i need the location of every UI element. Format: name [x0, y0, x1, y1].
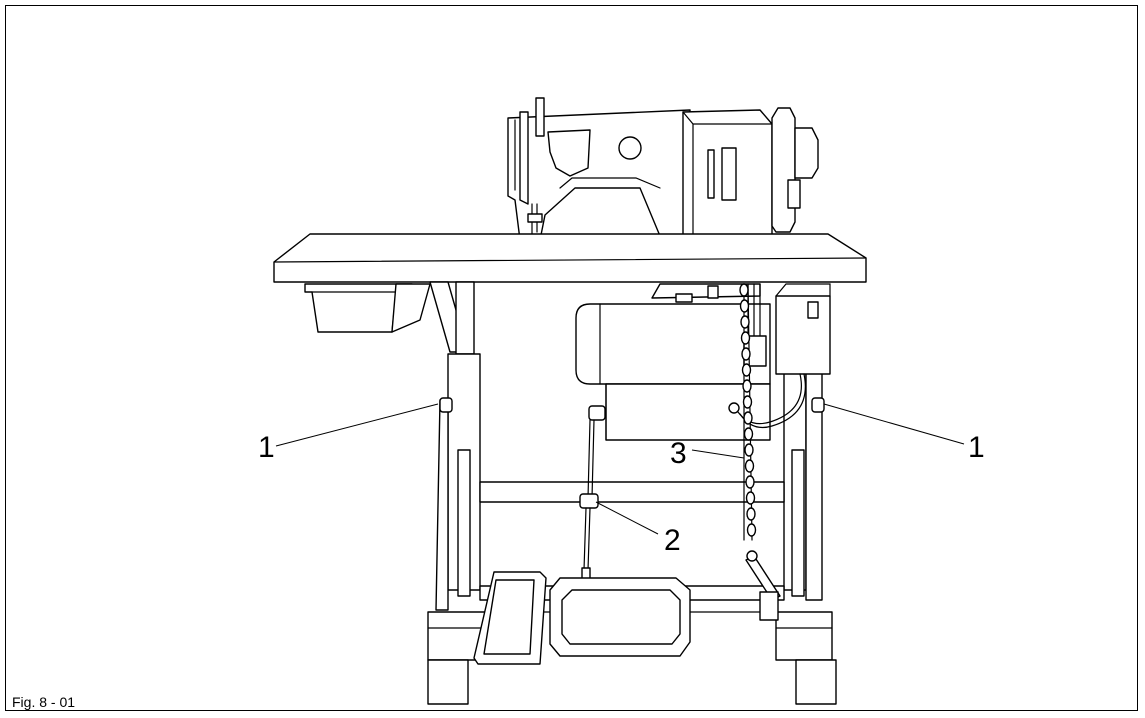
drawer	[304, 283, 431, 333]
chain-link	[740, 331, 751, 345]
chain-link	[741, 363, 752, 377]
chain-link	[739, 283, 749, 297]
chain-link	[740, 315, 750, 329]
figure-caption: Fig. 8 - 01	[12, 694, 76, 710]
treadle-lever	[745, 550, 781, 621]
chain-link	[743, 411, 753, 425]
chain-links	[739, 283, 757, 537]
table-top	[273, 233, 867, 283]
callout-3: 3	[670, 437, 687, 470]
chain-link	[744, 459, 755, 473]
motor	[575, 283, 771, 441]
callout-1-right: 1	[968, 431, 985, 464]
chain-link	[745, 475, 755, 489]
callout-1-left: 1	[258, 431, 275, 464]
chain-link	[743, 427, 754, 441]
chain-link	[742, 379, 752, 393]
chain-link	[744, 443, 754, 457]
left-leg	[427, 281, 487, 705]
left-pedal	[473, 571, 547, 665]
right-leg	[775, 339, 837, 705]
treadle-rod	[579, 405, 606, 581]
chain-link	[739, 299, 750, 313]
chain-link	[746, 507, 756, 521]
leader-lines	[275, 403, 965, 535]
control-box	[728, 283, 831, 429]
chain-link	[745, 491, 756, 505]
chain-link	[741, 347, 751, 361]
callout-2: 2	[664, 524, 681, 557]
chain-link	[746, 523, 757, 537]
chain-link	[742, 395, 753, 409]
figure-frame	[5, 5, 1138, 711]
sewing-machine-head	[501, 97, 819, 248]
main-pedal	[549, 577, 691, 657]
